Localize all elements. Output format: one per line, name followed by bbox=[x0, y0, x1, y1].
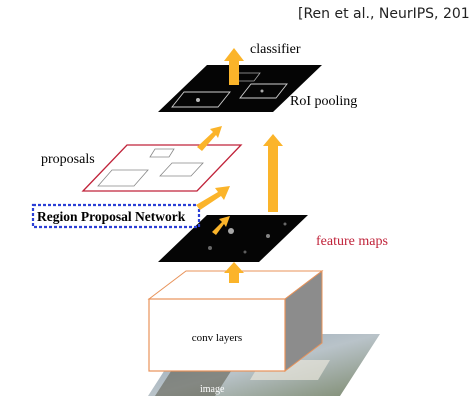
conv-layers-label: conv layers bbox=[192, 332, 242, 344]
roi-pooling-plane: RoI pooling bbox=[158, 65, 357, 112]
conv-layers-block: conv layers bbox=[147, 269, 324, 373]
feature-maps-plane: feature maps bbox=[158, 215, 388, 262]
classifier-label: classifier bbox=[250, 42, 301, 57]
arrow-roi-to-classifier bbox=[224, 48, 244, 85]
proposals-plane: proposals bbox=[41, 144, 243, 192]
proposals-label: proposals bbox=[41, 152, 95, 167]
arrow-conv-to-feature-maps bbox=[224, 262, 244, 283]
arrow-proposals-to-roi bbox=[197, 126, 222, 151]
image-label: image bbox=[200, 384, 225, 395]
rpn-box: Region Proposal Network bbox=[31, 203, 201, 229]
feature-maps-label: feature maps bbox=[316, 234, 388, 249]
roi-pooling-label: RoI pooling bbox=[290, 94, 357, 109]
rpn-label: Region Proposal Network bbox=[37, 209, 186, 224]
arrow-rpn-to-proposals bbox=[196, 186, 230, 210]
arrow-feature-maps-to-roi bbox=[263, 134, 283, 212]
arrow-feature-maps-to-rpn bbox=[212, 216, 230, 235]
citation: [Ren et al., NeurIPS, 2015] bbox=[298, 6, 469, 22]
